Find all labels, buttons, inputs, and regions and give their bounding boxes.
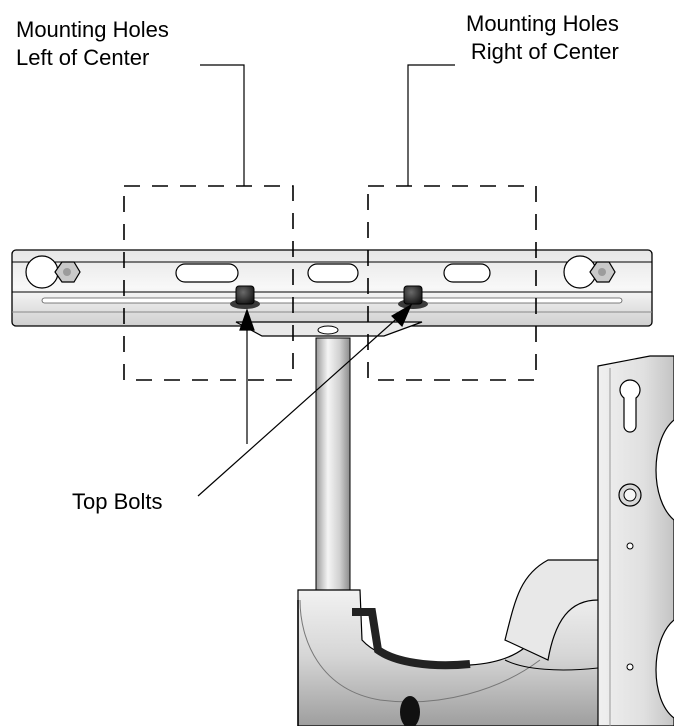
swivel-arm — [297, 559, 601, 726]
callout-left-holes-line1: Mounting Holes — [16, 17, 169, 42]
leader-left-holes — [200, 64, 245, 186]
top-bolt-left — [230, 285, 260, 309]
callout-left-holes: Mounting Holes Left of Center — [16, 16, 169, 72]
wall-plate — [597, 355, 674, 726]
callout-left-holes-line2: Left of Center — [16, 45, 150, 70]
right-holes-region — [367, 185, 537, 381]
callout-right-holes: Mounting Holes Right of Center — [466, 10, 619, 66]
keyhole-left — [25, 255, 59, 289]
callout-top-bolts: Top Bolts — [72, 488, 163, 516]
callout-top-bolts-label: Top Bolts — [72, 489, 163, 514]
left-holes-region — [123, 185, 294, 381]
callout-right-holes-line1: Mounting Holes — [466, 11, 619, 36]
top-bolt-right — [398, 285, 428, 309]
leader-top-bolts — [197, 303, 413, 497]
rail-slot — [307, 263, 359, 283]
rail-slot — [443, 263, 491, 283]
leader-right-holes — [407, 64, 455, 186]
rail-slot — [175, 263, 239, 283]
support-pole — [311, 337, 355, 613]
mounting-rail — [11, 249, 653, 337]
callout-right-holes-line2: Right of Center — [470, 39, 619, 64]
